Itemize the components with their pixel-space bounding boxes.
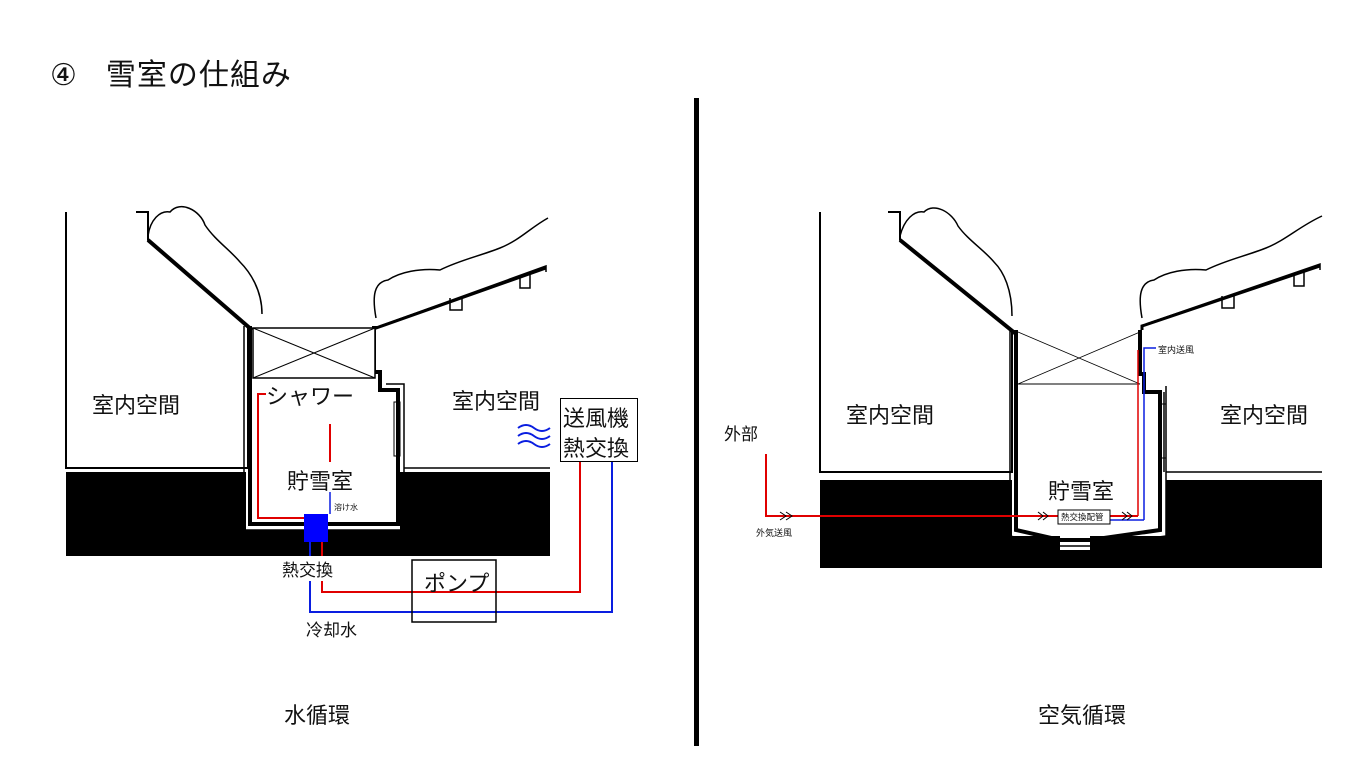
center-divider (694, 98, 699, 746)
fan-heat-exchanger-box: 送風機 熱交換 (560, 398, 638, 462)
outside-label: 外部 (724, 425, 758, 445)
indoor-air-label: 室内送風 (1158, 346, 1195, 356)
outside-air-label: 外気送風 (756, 529, 793, 539)
pump-box (411, 559, 497, 623)
cooling-water-label: 冷却水 (306, 621, 357, 641)
water-storage-label: 貯雪室 (287, 470, 354, 495)
pump-label: ポンプ (424, 572, 490, 597)
heat-exchanger-block (304, 514, 328, 542)
water-room-left-label: 室内空間 (92, 394, 181, 419)
water-caption: 水循環 (284, 704, 351, 729)
ground-block (66, 472, 550, 556)
return-arrow-icon (1121, 511, 1133, 521)
outside-air-line (765, 454, 1058, 517)
water-room-right-label: 室内空間 (452, 390, 541, 415)
shower-label: シャワー (266, 379, 355, 411)
right-snow (373, 217, 549, 319)
right-roof (374, 266, 547, 331)
title-text: 雪室の仕組み (105, 58, 292, 93)
left-snow (147, 206, 263, 315)
inflow-arrow-icon (779, 511, 793, 521)
air-room-right-label: 室内空間 (1220, 404, 1309, 429)
heat-pipe-box (1057, 509, 1111, 525)
air-caption: 空気循環 (1038, 704, 1127, 729)
air-ground-block (820, 480, 1322, 568)
left-roof-inner (146, 238, 254, 332)
page-title: ④ 雪室の仕組み (50, 50, 292, 94)
fan-label: 送風機 (563, 407, 630, 432)
air-storage-label: 貯雪室 (1048, 480, 1115, 505)
melt-water-label: 溶け水 (334, 503, 358, 512)
air-room-left-label: 室内空間 (846, 404, 935, 429)
title-number: ④ (50, 58, 78, 93)
pipe-arrow-icon (1037, 511, 1049, 521)
indoor-air-line (1143, 347, 1156, 520)
heat-exchanger-label: 熱交換 (282, 556, 333, 581)
heat-pipe-label: 熱交換配管 (1061, 513, 1104, 523)
airflow-icon (517, 424, 551, 448)
fan-exchange-label: 熱交換 (563, 437, 630, 462)
hot-water-line (257, 393, 310, 519)
air-storage-room (1014, 330, 1162, 542)
